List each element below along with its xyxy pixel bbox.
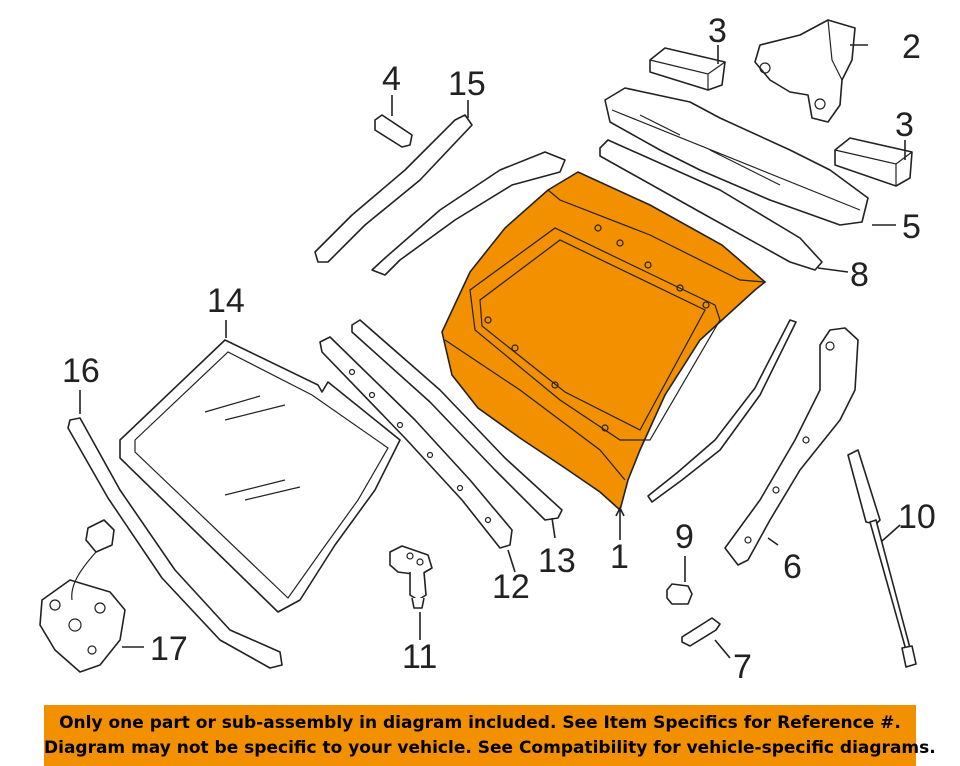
callout-9: 9 — [675, 518, 694, 556]
callout-17: 17 — [150, 630, 188, 668]
callout-15: 15 — [448, 65, 486, 103]
callout-7: 7 — [733, 648, 752, 686]
part-5-header-rail — [604, 87, 869, 226]
callout-6: 6 — [783, 548, 802, 586]
part-6-side-bracket — [724, 327, 859, 566]
part-3-lower-block — [834, 137, 913, 187]
callout-11: 11 — [402, 638, 437, 676]
part-8-strip — [599, 139, 823, 271]
part-14-rear-glass — [119, 339, 401, 613]
part-3-upper-block — [649, 47, 726, 91]
part-10-gas-strut — [847, 449, 917, 668]
parts-diagram: 1 2 3 3 4 5 6 7 8 9 10 11 12 13 14 15 16… — [39, 12, 936, 686]
callout-12: 12 — [492, 568, 530, 606]
part-1-rear-panel-highlighted — [441, 171, 767, 512]
disclaimer-line-2: Diagram may not be specific to your vehi… — [44, 738, 936, 758]
disclaimer-line-1: Only one part or sub-assembly in diagram… — [59, 713, 901, 733]
part-13-rail — [351, 319, 563, 521]
callout-14: 14 — [207, 282, 245, 320]
part-11-pivot-bracket — [389, 545, 433, 609]
part-4-block — [374, 114, 413, 148]
callout-3-upper: 3 — [708, 12, 727, 50]
part-17-latch — [39, 519, 126, 673]
callout-labels: 1 2 3 3 4 5 6 7 8 9 10 11 12 13 14 15 16… — [62, 12, 936, 686]
callout-13: 13 — [538, 542, 576, 580]
callout-1: 1 — [610, 538, 629, 576]
callout-8: 8 — [850, 256, 869, 294]
part-9-bumper — [666, 583, 693, 605]
disclaimer-banner: Only one part or sub-assembly in diagram… — [44, 705, 936, 766]
part-15-rail — [314, 114, 473, 263]
part-16-seal — [67, 417, 283, 669]
curved-side-rail — [371, 151, 566, 276]
callout-16: 16 — [62, 352, 100, 390]
part-7-wedge — [681, 617, 721, 647]
callout-10: 10 — [898, 498, 936, 536]
part-12-strip — [319, 336, 513, 549]
part-2-bracket — [754, 19, 856, 123]
callout-4: 4 — [382, 60, 401, 98]
callout-2: 2 — [902, 28, 921, 66]
callout-3-lower: 3 — [895, 106, 914, 144]
callout-5: 5 — [902, 208, 921, 246]
weatherstrip — [647, 319, 797, 503]
leader-lines — [79, 44, 906, 659]
